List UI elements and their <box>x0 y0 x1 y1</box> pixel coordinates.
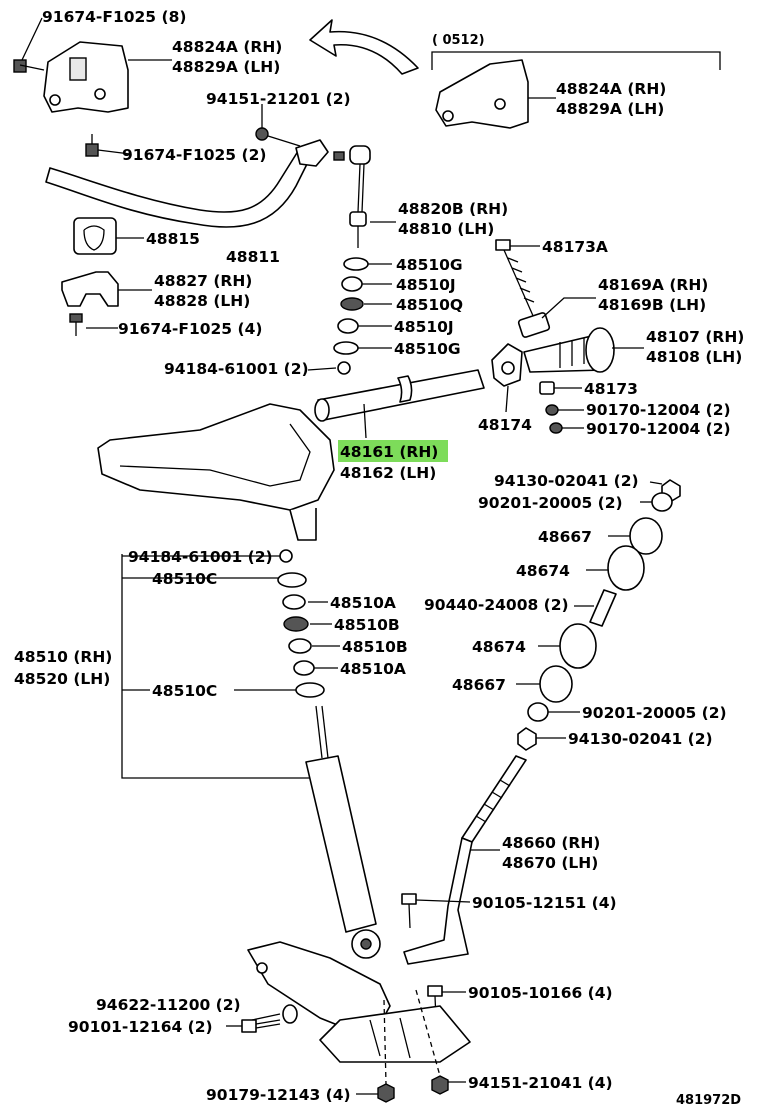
label-48108-lh: 48108 (LH) <box>646 348 742 366</box>
label-48510b: 48510B <box>334 616 400 634</box>
label-48824a-rh: 48824A (RH) <box>172 38 282 56</box>
bolt-48173a <box>495 239 535 319</box>
label-48670-lh: 48670 (LH) <box>502 854 598 872</box>
label-94151-21201: 94151-21201 (2) <box>206 90 351 108</box>
label-48510j-2: 48510J <box>394 318 454 336</box>
label-48510j: 48510J <box>396 276 456 294</box>
label-48510c: 48510C <box>152 570 217 588</box>
nuts-90170 <box>545 404 563 434</box>
label-90201-20005: 90201-20005 (2) <box>478 494 623 512</box>
label-48820b-rh: 48820B (RH) <box>398 200 508 218</box>
label-90105-10166: 90105-10166 (4) <box>468 984 613 1002</box>
label-48169b-lh: 48169B (LH) <box>598 296 706 314</box>
label-90170-12004: 90170-12004 (2) <box>586 401 731 419</box>
label-94151-21041: 94151-21041 (4) <box>468 1074 613 1092</box>
label-48510b-2: 48510B <box>342 638 408 656</box>
label-48161-rh: 48161 (RH) <box>340 443 438 461</box>
bushing-clamp-48815 <box>73 217 117 255</box>
label-48829a-lh: 48829A (LH) <box>172 58 280 76</box>
strut-bar-48660 <box>403 755 527 965</box>
nuts-lower <box>377 1075 449 1103</box>
label-48510q: 48510Q <box>396 296 463 314</box>
label-48510a: 48510A <box>330 594 396 612</box>
direction-arrow <box>309 19 419 75</box>
diagram-id: 481972D <box>676 1093 741 1108</box>
label-48674: 48674 <box>516 562 570 580</box>
label-94130-02041: 94130-02041 (2) <box>494 472 639 490</box>
torsion-bar-48161 <box>314 369 485 422</box>
label-91674-f1025-8: 91674-F1025 (8) <box>42 8 186 26</box>
label-90105-12151: 90105-12151 (4) <box>472 894 617 912</box>
washer-94622 <box>282 1004 298 1024</box>
label-48815: 48815 <box>146 230 200 248</box>
label-48667: 48667 <box>538 528 592 546</box>
stabilizer-bar-48811 <box>45 139 329 228</box>
label-48660-rh: 48660 (RH) <box>502 834 600 852</box>
upper-control-arm <box>97 403 335 541</box>
lower-control-arm <box>247 941 471 1063</box>
label-94184-61001-2: 94184-61001 (2) <box>128 548 273 566</box>
label-90201-20005-2: 90201-20005 (2) <box>582 704 727 722</box>
label-48810-lh: 48810 (LH) <box>398 220 494 238</box>
bracket-48824a-left <box>43 41 129 113</box>
label-90440-24008: 90440-24008 (2) <box>424 596 569 614</box>
label-48174: 48174 <box>478 416 532 434</box>
label-91674-f1025-4: 91674-F1025 (4) <box>118 320 262 338</box>
bracket-48824a-right <box>431 51 721 129</box>
label-90170-12004-2: 90170-12004 (2) <box>586 420 731 438</box>
label-48824a-rh-2: 48824A (RH) <box>556 80 666 98</box>
label-48510g-2: 48510G <box>394 340 461 358</box>
label-90179-12143: 90179-12143 (4) <box>206 1086 351 1104</box>
label-48510a-2: 48510A <box>340 660 406 678</box>
bracket-48169a <box>517 312 551 338</box>
label-48829a-lh-2: 48829A (LH) <box>556 100 664 118</box>
label-48510-rh: 48510 (RH) <box>14 648 112 666</box>
label-48667-2: 48667 <box>452 676 506 694</box>
nut-94151 <box>255 127 269 141</box>
label-91674-f1025-2: 91674-F1025 (2) <box>122 146 266 164</box>
label-48162-lh: 48162 (LH) <box>340 464 436 482</box>
shock-absorber-48510 <box>305 705 381 959</box>
label-90101-12164: 90101-12164 (2) <box>68 1018 213 1036</box>
leader-lines <box>86 59 663 1095</box>
label-48828-lh: 48828 (LH) <box>154 292 250 310</box>
label-48510g: 48510G <box>396 256 463 274</box>
label-94622-11200: 94622-11200 (2) <box>96 996 241 1014</box>
label-48173: 48173 <box>584 380 638 398</box>
bolt-90101 <box>241 1019 281 1033</box>
bracket-48827 <box>61 271 119 307</box>
bolt-91674-mid <box>85 134 99 157</box>
nut-48173 <box>539 381 555 395</box>
highlight-48161 <box>338 440 448 462</box>
label-94130-02041-2: 94130-02041 (2) <box>568 730 713 748</box>
bolt-91674-lower <box>69 313 83 336</box>
label-48827-rh: 48827 (RH) <box>154 272 252 290</box>
strut-rod-parts <box>517 479 681 751</box>
anchor-arm-48174 <box>491 343 523 387</box>
bracket-line-48510 <box>121 554 310 779</box>
label-48169a-rh: 48169A (RH) <box>598 276 708 294</box>
label-48510c-2: 48510C <box>152 682 217 700</box>
label-48520-lh: 48520 (LH) <box>14 670 110 688</box>
label-48811: 48811 <box>226 248 280 266</box>
label-48107-rh: 48107 (RH) <box>646 328 744 346</box>
bolt-91674-top <box>13 17 43 73</box>
label-0512: ( 0512) <box>432 33 485 48</box>
stabilizer-link-48820b <box>333 145 371 248</box>
washer-stack-upper <box>333 257 369 375</box>
label-94184-61001: 94184-61001 (2) <box>164 360 309 378</box>
label-48674-2: 48674 <box>472 638 526 656</box>
bushing-48107 <box>523 327 615 373</box>
label-48173a: 48173A <box>542 238 608 256</box>
